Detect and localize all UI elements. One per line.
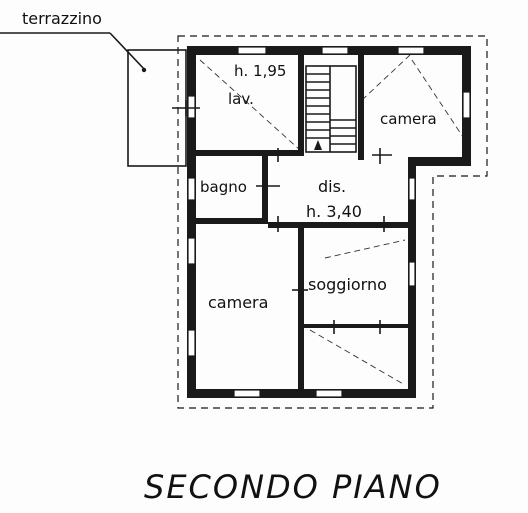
hall-label: dis.	[318, 177, 346, 196]
wall-east-step	[408, 157, 471, 166]
bathroom-label: bagno	[200, 178, 247, 196]
wall-south	[187, 389, 416, 398]
window	[408, 261, 416, 287]
wall-west	[187, 46, 196, 398]
roof-slope-line	[361, 54, 411, 101]
window	[462, 91, 471, 119]
window	[397, 46, 425, 55]
wall-bathroom-south	[196, 218, 268, 224]
plan-title: SECONDO PIANO	[144, 468, 442, 506]
window	[187, 95, 196, 119]
wall-laundry-south	[196, 150, 304, 156]
terrace-marker	[141, 67, 147, 73]
wall-hall-south	[268, 222, 416, 228]
roof-slope-line	[324, 239, 406, 259]
window	[321, 46, 349, 55]
window	[233, 389, 261, 398]
window	[408, 177, 416, 201]
roof-slope-line	[411, 59, 466, 141]
window	[315, 389, 343, 398]
roof-outline	[177, 35, 488, 409]
roof-slope-line	[199, 59, 301, 151]
hall-height-label: h. 3,40	[306, 202, 362, 221]
door-markers	[172, 100, 396, 334]
wall-laundry-east	[298, 55, 304, 155]
staircase	[305, 65, 357, 153]
wall-stair-east	[358, 55, 364, 160]
window	[187, 329, 196, 357]
window	[187, 237, 196, 265]
bedroom-sw-label: camera	[208, 293, 268, 312]
laundry-label: lav.	[228, 90, 254, 108]
bedroom-ne-label: camera	[380, 110, 437, 128]
terrace-label: terrazzino	[22, 9, 102, 28]
living-room-label: soggiorno	[308, 275, 387, 294]
roof-slope-line	[309, 329, 406, 386]
wall-closet-north	[304, 324, 408, 328]
window	[237, 46, 267, 55]
wall-living-west	[298, 222, 304, 392]
laundry-height-label: h. 1,95	[234, 62, 286, 80]
window	[187, 177, 196, 201]
